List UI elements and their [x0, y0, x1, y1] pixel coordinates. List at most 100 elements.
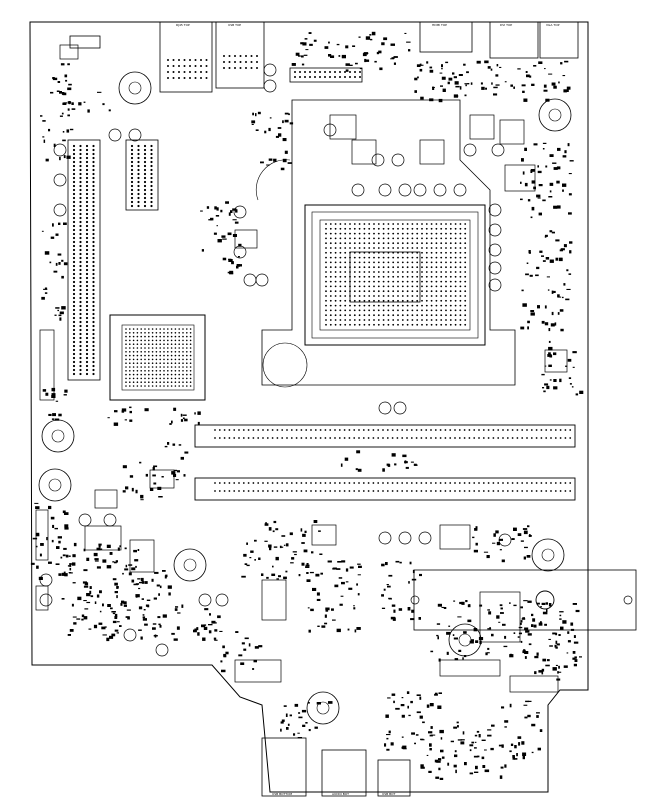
pin — [189, 351, 192, 353]
pin — [143, 164, 147, 168]
extension-hole — [410, 595, 420, 605]
smd-component — [532, 618, 536, 622]
pin — [247, 429, 250, 431]
smd-component — [159, 585, 162, 589]
pin — [167, 358, 169, 361]
smd-component — [116, 621, 120, 623]
smd-component — [312, 587, 317, 591]
pin — [85, 296, 89, 300]
smd-component — [440, 85, 443, 87]
smd-component — [69, 563, 72, 565]
pin — [245, 67, 247, 69]
smd-component — [197, 632, 200, 636]
smd-component — [291, 557, 295, 560]
pin — [464, 280, 467, 283]
pin — [148, 362, 150, 365]
pin — [445, 314, 447, 317]
pin — [435, 227, 438, 230]
smd-component — [67, 87, 72, 91]
pin — [79, 276, 82, 280]
pin — [79, 248, 82, 252]
pin — [182, 351, 184, 353]
pin — [130, 152, 134, 156]
pin — [363, 237, 366, 240]
smd-component — [461, 601, 465, 605]
pin — [458, 437, 461, 439]
smd-component — [475, 542, 478, 546]
pin — [368, 309, 371, 312]
smd-component — [531, 206, 535, 211]
smd-component — [202, 637, 206, 641]
pin — [174, 385, 177, 387]
pin — [85, 192, 89, 196]
smd-component — [81, 614, 85, 618]
smd-component — [236, 264, 240, 267]
pin — [397, 242, 399, 245]
pin — [382, 266, 385, 269]
smd-component — [569, 250, 572, 254]
smd-component — [570, 628, 575, 631]
pin — [554, 437, 557, 439]
pin — [445, 299, 447, 302]
smd-component — [446, 651, 449, 655]
smd-component — [509, 602, 511, 604]
smd-component — [302, 724, 306, 727]
smd-component — [512, 755, 515, 758]
pin — [85, 172, 89, 176]
smd-component — [447, 762, 450, 766]
pin — [72, 336, 76, 340]
smd-component — [469, 744, 474, 747]
pin — [151, 339, 154, 342]
pin — [401, 251, 404, 254]
pin — [85, 248, 89, 252]
pin — [511, 429, 514, 431]
pin — [167, 362, 169, 365]
pin — [189, 77, 191, 79]
pin — [344, 323, 347, 326]
smd-component — [362, 53, 367, 57]
pin — [354, 71, 356, 73]
pin — [151, 354, 154, 357]
pin — [416, 237, 419, 240]
pin — [85, 232, 89, 236]
pin — [363, 314, 366, 317]
pin — [148, 339, 150, 342]
smd-component — [129, 419, 133, 422]
smd-component — [268, 527, 272, 531]
smd-component — [283, 544, 286, 546]
smd-component — [98, 543, 102, 546]
pin — [92, 268, 95, 272]
pin — [329, 76, 331, 78]
smd-component — [383, 37, 388, 41]
smd-component — [137, 578, 141, 580]
pin — [401, 232, 404, 235]
pin — [299, 76, 301, 78]
pin — [167, 351, 169, 353]
pin — [140, 385, 142, 387]
pin — [425, 261, 428, 264]
pin — [382, 237, 385, 240]
pin — [406, 271, 409, 273]
pin — [172, 77, 175, 79]
pin — [353, 280, 356, 283]
smd-component — [135, 595, 138, 598]
pin — [329, 232, 332, 235]
pin — [167, 370, 169, 372]
pin — [421, 290, 423, 293]
pin — [150, 188, 153, 192]
pin — [256, 67, 258, 69]
top-header-pins — [294, 71, 361, 78]
ic-package — [39, 329, 55, 401]
ic-package — [94, 489, 118, 509]
pin — [163, 385, 165, 387]
pin — [368, 299, 371, 302]
pin — [397, 256, 399, 259]
bottom-io-connectors — [261, 737, 411, 797]
mounting-hole — [173, 548, 207, 582]
smd-component — [162, 570, 166, 572]
pin — [155, 347, 158, 349]
pin — [136, 332, 139, 334]
smd-component — [521, 618, 526, 620]
smd-component — [499, 549, 502, 551]
smd-component — [393, 609, 396, 613]
